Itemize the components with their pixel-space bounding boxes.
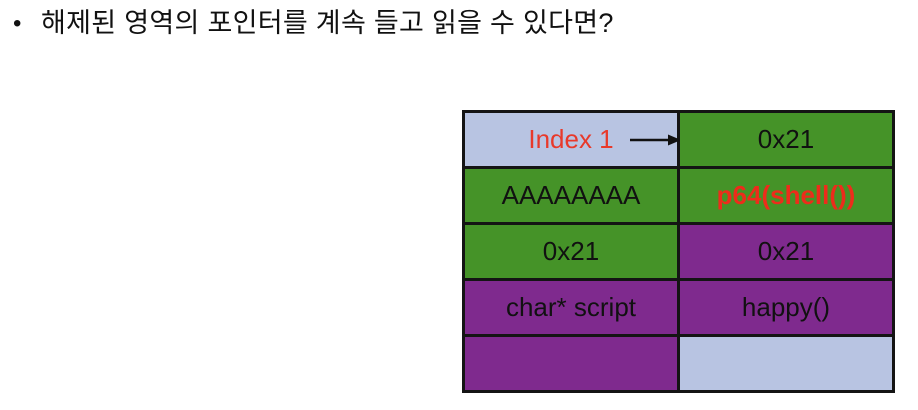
table-row: char* script happy()	[462, 278, 895, 337]
table-cell-empty	[677, 334, 895, 393]
table-cell: 0x21	[677, 222, 895, 281]
cell-text: Index 1	[528, 124, 614, 154]
table-cell: happy()	[677, 278, 895, 337]
cell-text: 0x21	[542, 236, 600, 266]
arrow-right-icon	[629, 132, 681, 148]
table-row: Index 1 0x21	[462, 110, 895, 169]
cell-text: p64(shell())	[716, 180, 856, 210]
table-cell-empty	[462, 334, 680, 393]
table-cell: 0x21	[677, 110, 895, 169]
table-row: AAAAAAAA p64(shell())	[462, 166, 895, 225]
cell-text: char* script	[505, 292, 637, 322]
cell-text: 0x21	[757, 236, 815, 266]
bullet-marker: •	[13, 10, 22, 37]
bullet-title: • 해제된 영역의 포인터를 계속 들고 읽을 수 있다면?	[13, 5, 614, 42]
table-row: 0x21 0x21	[462, 222, 895, 281]
page-title: 해제된 영역의 포인터를 계속 들고 읽을 수 있다면?	[41, 8, 614, 38]
table-cell: 0x21	[462, 222, 680, 281]
cell-text: 0x21	[757, 124, 815, 154]
table-cell: char* script	[462, 278, 680, 337]
table-cell-index1: Index 1	[462, 110, 681, 169]
memory-layout-table: Index 1 0x21 AAAAAAAA p64(shell())	[462, 110, 895, 393]
cell-text: happy()	[741, 292, 831, 322]
table-row	[462, 334, 895, 393]
cell-text: AAAAAAAA	[501, 180, 641, 210]
table-cell: AAAAAAAA	[462, 166, 680, 225]
table-cell-p64-shell: p64(shell())	[677, 166, 895, 225]
